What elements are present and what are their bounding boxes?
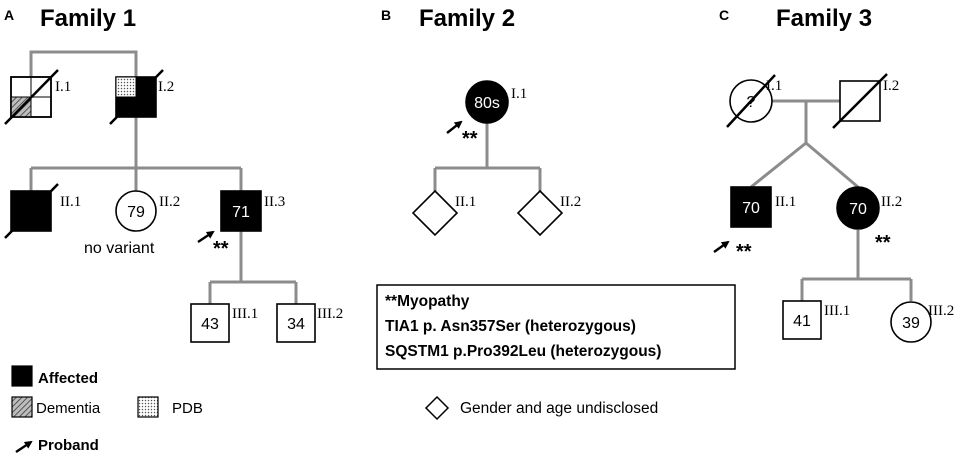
f1-individual-III2: 34 III.2 [276,303,343,343]
legend-diamond-label: Gender and age undisclosed [460,400,658,417]
f3-II1-age: 70 [742,200,760,217]
legend-dementia-label: Dementia [36,400,101,417]
f3-individual-I2: I.2 [832,73,899,129]
family-2-panel: B Family 2 80s I.1 ** II.1 II.2 [376,5,736,421]
f3-III2-age: 39 [902,315,920,332]
f2-proband-arrow-icon [446,120,463,134]
f3-individual-III2: 39 III.2 [890,301,954,343]
f1-II2-age: 79 [127,204,145,221]
f1-I1-label: I.1 [55,79,71,95]
f1-III2-age: 34 [287,316,305,333]
f3-II2-label: II.2 [881,194,902,210]
legend-pdb-label: PDB [172,400,203,417]
legend-affected-swatch [11,365,33,387]
f3-II1-mark: ** [736,241,752,263]
f1-II3-age: 71 [232,204,250,221]
panel-letter-a: A [4,7,14,23]
f3-individual-II1: 70 II.1 ** [713,186,796,263]
f3-III1-age: 41 [793,313,811,330]
f1-II2-label: II.2 [159,194,180,210]
family-2-title: Family 2 [419,5,515,32]
f2-II2-label: II.2 [560,194,581,210]
f1-individual-I1: I.1 [4,69,71,125]
info-line-sqstm1: SQSTM1 p.Pro392Leu (heterozygous) [385,343,661,360]
panel-letter-c: C [719,7,729,23]
family-2-lines [433,122,542,191]
f1-individual-II3: 71 II.3 ** [197,190,285,260]
family-3-panel: C Family 3 ? I.1 I.2 70 [713,5,954,343]
f1-individual-II2: 79 II.2 no variant [84,190,180,257]
family-1-title: Family 1 [40,5,136,32]
f3-III1-label: III.1 [824,303,850,319]
f1-proband-arrow-icon [197,230,215,243]
f3-II2-mark: ** [875,232,891,254]
f3-individual-I1: ? I.1 [726,74,782,128]
f2-individual-I1: 80s I.1 ** [446,80,527,150]
f2-I1-label: I.1 [511,86,527,102]
family-3-lines [750,99,913,301]
variant-info-box: **Myopathy TIA1 p. Asn357Ser (heterozygo… [376,284,736,370]
f2-individual-II1: II.1 [411,189,476,237]
family-1-lines [29,50,298,304]
legend: Affected Dementia PDB Proband [11,365,203,454]
legend-proband-label: Proband [38,437,99,454]
legend-dementia-swatch [11,396,33,418]
f3-I2-label: I.2 [883,78,899,94]
f2-II1-label: II.1 [455,194,476,210]
family-3-title: Family 3 [776,5,872,32]
f1-individual-III1: 43 III.1 [190,303,258,343]
f3-I1-label: I.1 [766,78,782,94]
legend-diamond: Gender and age undisclosed [424,395,658,421]
f1-II3-label: II.3 [264,194,285,210]
f1-proband-mark: ** [213,238,229,260]
f3-II1-label: II.1 [775,194,796,210]
panel-letter-b: B [381,7,391,23]
f1-II2-note: no variant [84,240,155,257]
info-line-tia1: TIA1 p. Asn357Ser (heterozygous) [385,318,636,335]
legend-pdb-swatch [137,396,159,418]
legend-diamond-icon [424,395,450,421]
f2-I1-age: 80s [474,95,500,112]
f3-III2-label: III.2 [928,303,954,319]
f1-individual-II1: II.1 [4,183,81,239]
f1-III1-label: III.1 [232,306,258,322]
f3-II2-age: 70 [849,201,867,218]
f1-I2-label: I.2 [158,79,174,95]
f3-proband-arrow-icon [713,240,730,253]
f1-III2-label: III.2 [317,306,343,322]
f1-individual-I2: I.2 [109,69,174,125]
f2-proband-mark: ** [462,128,478,150]
legend-affected-label: Affected [38,370,98,387]
family-1-panel: A Family 1 I.1 [4,5,343,454]
f1-II1-label: II.1 [60,194,81,210]
f2-individual-II2: II.2 [516,189,581,237]
info-line-myopathy: **Myopathy [385,293,470,310]
f3-individual-III1: 41 III.1 [782,300,850,340]
f1-III1-age: 43 [201,316,219,333]
legend-proband-arrow-icon [15,440,33,453]
f3-individual-II2: 70 II.2 ** [836,186,902,254]
